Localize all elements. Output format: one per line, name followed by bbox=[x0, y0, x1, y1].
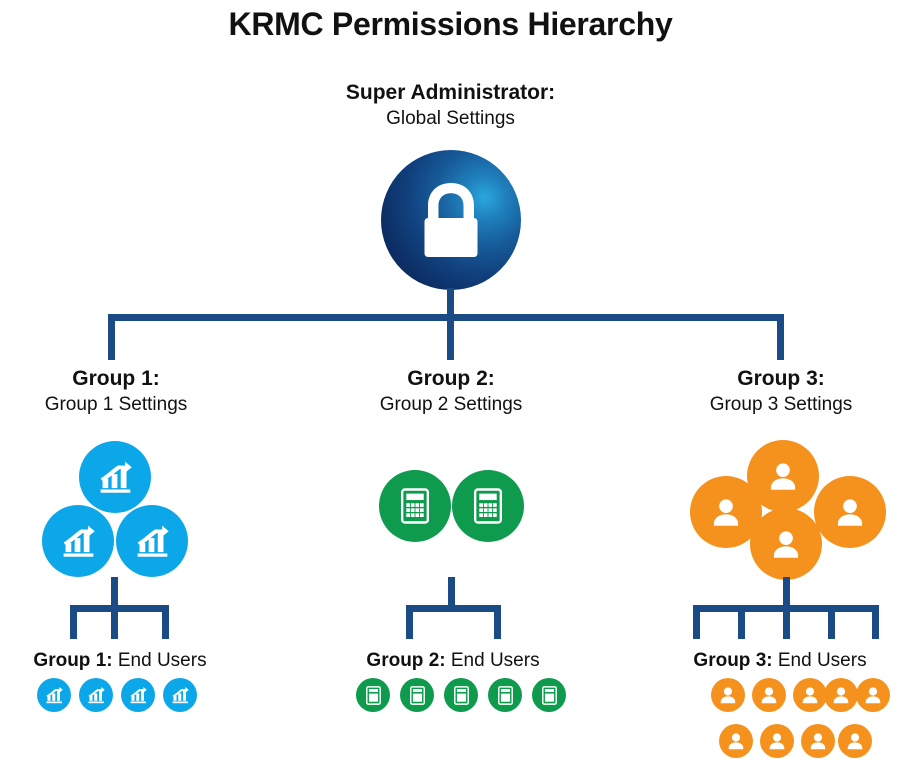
bar-chart-growth-icon bbox=[100, 461, 132, 493]
group-3-trunk-line bbox=[783, 577, 790, 608]
group-1-drop-1 bbox=[70, 605, 77, 639]
group-3-admin-icon-bottom[interactable] bbox=[750, 508, 822, 580]
page-title: KRMC Permissions Hierarchy bbox=[228, 6, 673, 42]
group-2-label: Group 2: Group 2 Settings bbox=[331, 366, 571, 417]
root-node-title: Super Administrator: bbox=[345, 81, 556, 104]
group-2-end-user-2[interactable] bbox=[400, 678, 434, 712]
group-1-admin-icon-1[interactable] bbox=[79, 441, 151, 513]
person-user-icon bbox=[770, 463, 796, 490]
person-user-icon bbox=[865, 687, 881, 704]
group-3-title: Group 3: bbox=[737, 367, 825, 390]
calculator-icon bbox=[453, 685, 469, 705]
group-1-end-user-3[interactable] bbox=[121, 678, 155, 712]
group-3-end-user-3[interactable] bbox=[793, 678, 827, 712]
calculator-icon bbox=[400, 488, 430, 524]
group-3-end-user-1[interactable] bbox=[711, 678, 745, 712]
group-1-end-user-4[interactable] bbox=[163, 678, 197, 712]
group-2-end-user-1[interactable] bbox=[356, 678, 390, 712]
person-user-icon bbox=[769, 733, 785, 750]
group-2-end-user-4[interactable] bbox=[488, 678, 522, 712]
group-1-title: Group 1: bbox=[72, 367, 160, 390]
bar-chart-growth-icon bbox=[130, 687, 147, 704]
group-1-drop-3 bbox=[162, 605, 169, 639]
group-1-trunk-line bbox=[111, 577, 118, 608]
group-3-admin-icon-right[interactable] bbox=[814, 476, 886, 548]
group-3-end-user-4[interactable] bbox=[824, 678, 858, 712]
group-3-drop-5 bbox=[872, 605, 879, 639]
bar-chart-growth-icon bbox=[137, 525, 169, 557]
group-2-end-users-label-rest: End Users bbox=[445, 650, 540, 671]
group-1-admin-icon-3[interactable] bbox=[116, 505, 188, 577]
group-2-drop-2 bbox=[494, 605, 501, 639]
group-2-end-user-3[interactable] bbox=[444, 678, 478, 712]
person-user-icon bbox=[728, 733, 744, 750]
root-drop-group-2 bbox=[447, 314, 454, 360]
group-3-end-users-label-rest: End Users bbox=[772, 650, 867, 671]
group-1-end-users-label-rest: End Users bbox=[112, 650, 207, 671]
person-user-icon bbox=[713, 499, 739, 526]
root-drop-group-1 bbox=[108, 314, 115, 360]
group-3-drop-4 bbox=[828, 605, 835, 639]
group-2-admin-icon-1[interactable] bbox=[379, 470, 451, 542]
group-2-drop-1 bbox=[406, 605, 413, 639]
group-2-end-user-5[interactable] bbox=[532, 678, 566, 712]
group-1-end-user-1[interactable] bbox=[37, 678, 71, 712]
root-drop-group-3 bbox=[777, 314, 784, 360]
calculator-icon bbox=[497, 685, 513, 705]
group-1-bus-line bbox=[70, 605, 169, 612]
person-user-icon bbox=[810, 733, 826, 750]
person-user-icon bbox=[837, 499, 863, 526]
group-3-end-user-7[interactable] bbox=[760, 724, 794, 758]
group-2-bus-line bbox=[406, 605, 501, 612]
group-3-drop-1 bbox=[693, 605, 700, 639]
group-2-scope: Group 2 Settings bbox=[379, 393, 523, 415]
person-user-icon bbox=[720, 687, 736, 704]
group-1-end-user-2[interactable] bbox=[79, 678, 113, 712]
group-3-drop-2 bbox=[738, 605, 745, 639]
padlock-icon bbox=[424, 183, 478, 257]
calculator-icon bbox=[473, 488, 503, 524]
group-3-end-user-2[interactable] bbox=[752, 678, 786, 712]
group-2-end-users-label: Group 2: End Users bbox=[333, 650, 573, 672]
group-3-end-user-5[interactable] bbox=[856, 678, 890, 712]
person-user-icon bbox=[773, 531, 799, 558]
group-3-label: Group 3: Group 3 Settings bbox=[661, 366, 901, 417]
group-3-end-users-label-bold: Group 3: bbox=[693, 650, 773, 671]
super-administrator-node[interactable] bbox=[381, 150, 521, 290]
group-3-end-user-9[interactable] bbox=[838, 724, 872, 758]
group-2-trunk-line bbox=[448, 577, 455, 608]
group-3-drop-3 bbox=[783, 605, 790, 639]
person-user-icon bbox=[833, 687, 849, 704]
person-user-icon bbox=[847, 733, 863, 750]
person-user-icon bbox=[802, 687, 818, 704]
group-1-label: Group 1: Group 1 Settings bbox=[0, 366, 232, 417]
group-1-end-users-label-bold: Group 1: bbox=[33, 650, 113, 671]
group-2-end-users-label-bold: Group 2: bbox=[366, 650, 446, 671]
calculator-icon bbox=[409, 685, 425, 705]
calculator-icon bbox=[541, 685, 557, 705]
root-bus-line bbox=[108, 314, 784, 321]
group-2-title: Group 2: bbox=[407, 367, 495, 390]
root-trunk-line bbox=[447, 288, 454, 318]
group-1-scope: Group 1 Settings bbox=[44, 393, 188, 415]
group-3-end-user-6[interactable] bbox=[719, 724, 753, 758]
bar-chart-growth-icon bbox=[172, 687, 189, 704]
bar-chart-growth-icon bbox=[46, 687, 63, 704]
root-node-label: Super Administrator: Global Settings bbox=[0, 80, 901, 131]
group-3-end-users-label: Group 3: End Users bbox=[666, 650, 894, 672]
group-1-admin-icon-2[interactable] bbox=[42, 505, 114, 577]
group-1-drop-2 bbox=[111, 605, 118, 639]
calculator-icon bbox=[365, 685, 381, 705]
root-node-scope: Global Settings bbox=[386, 107, 515, 129]
group-1-end-users-label: Group 1: End Users bbox=[0, 650, 240, 672]
bar-chart-growth-icon bbox=[63, 525, 95, 557]
group-3-end-user-8[interactable] bbox=[801, 724, 835, 758]
bar-chart-growth-icon bbox=[88, 687, 105, 704]
group-2-admin-icon-2[interactable] bbox=[452, 470, 524, 542]
group-3-scope: Group 3 Settings bbox=[709, 393, 853, 415]
person-user-icon bbox=[761, 687, 777, 704]
